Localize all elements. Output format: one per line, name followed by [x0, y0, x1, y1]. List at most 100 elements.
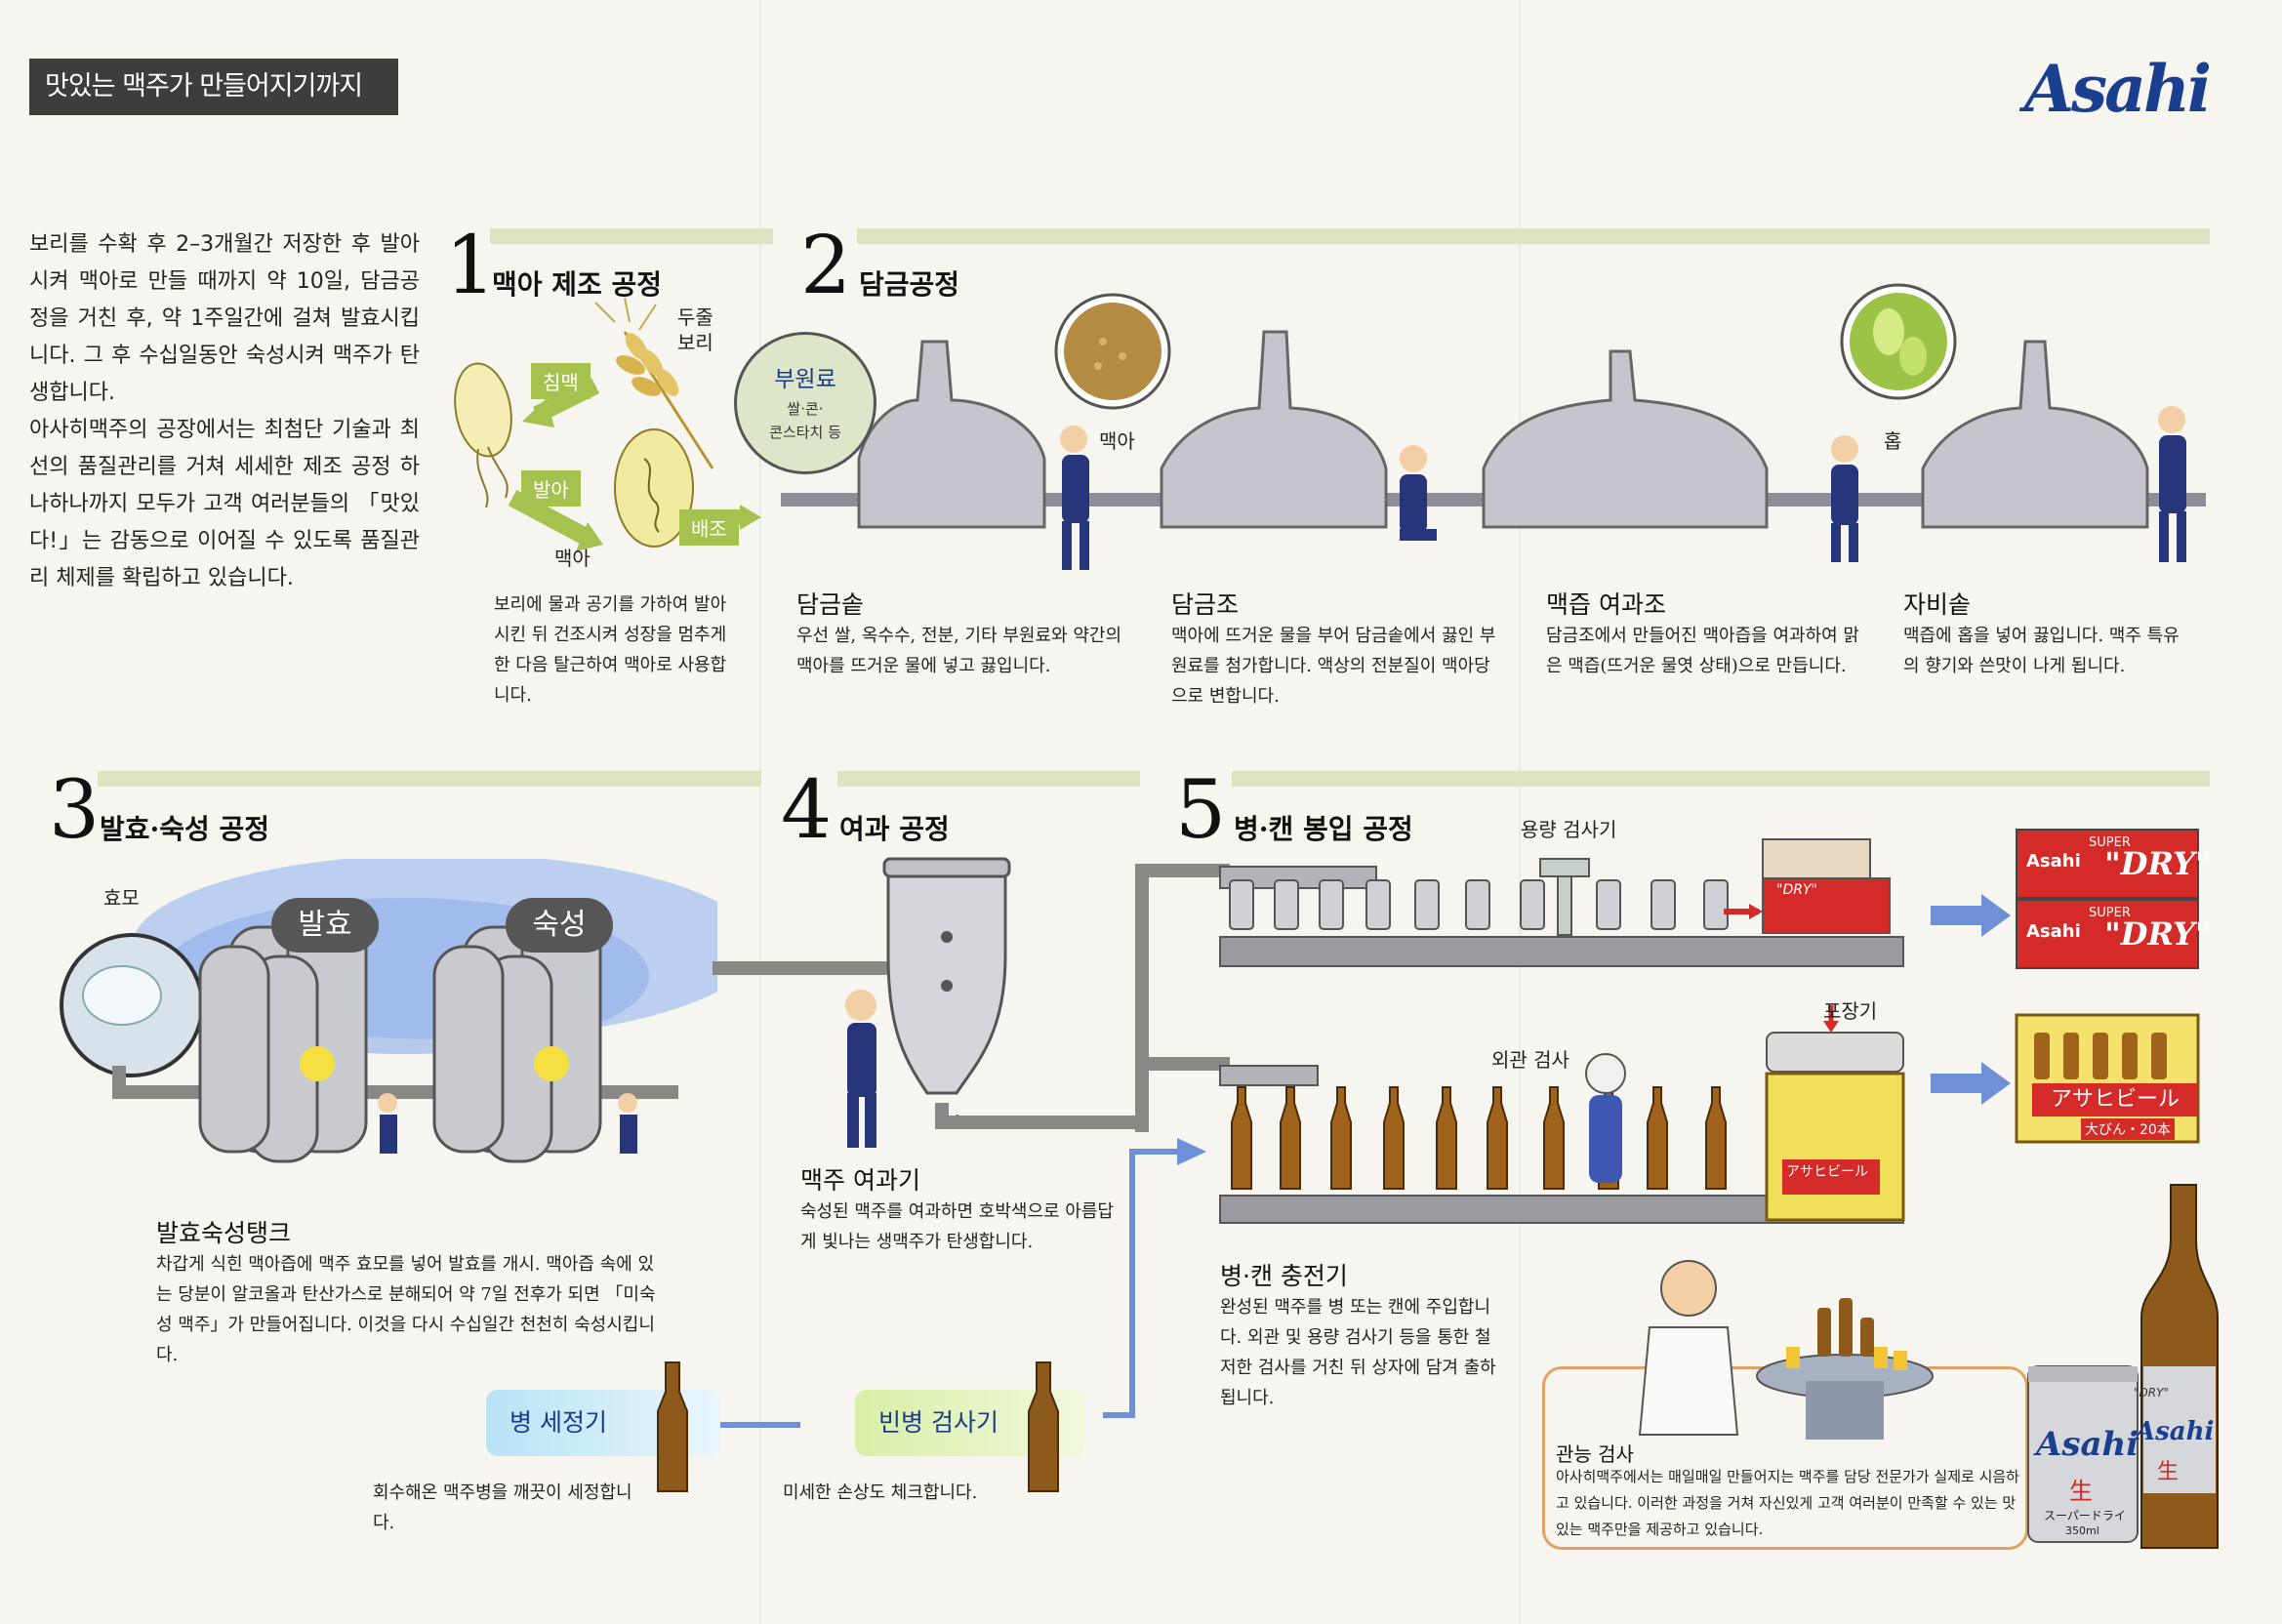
worker-icon [1400, 445, 1437, 541]
malt-label: 맥아 [554, 547, 591, 570]
shipping-box-icon [2016, 899, 2199, 969]
arrow-right-icon [1981, 1062, 2011, 1105]
bottle-brand: Asahi [2136, 1417, 2215, 1446]
sensory-title: 관능 검사 [1556, 1442, 1634, 1466]
worker-icon [2158, 406, 2186, 562]
filler-title: 병·캔 충전기 [1220, 1262, 1348, 1290]
packer-icon [1766, 1032, 1904, 1073]
maturation-tank-icon [432, 915, 602, 1163]
maturation-badge: 숙성 [506, 898, 613, 953]
intro-text: 보리를 수확 후 2–3개월간 저장한 후 발아시켜 맥아로 만들 때까지 약 … [29, 226, 420, 597]
section-stripe [490, 228, 773, 244]
arrow-icon [740, 505, 761, 530]
fermentation-illustration [60, 859, 717, 1163]
packer-label: 포장기 [1823, 999, 1878, 1023]
sensory-description: 아사히맥주에서는 매일매일 만들어지는 맥주를 담당 전문가가 실제로 시음하고… [1556, 1468, 2019, 1538]
worker-icon [618, 1093, 637, 1154]
bottle-checker-description: 미세한 손상도 체크합니다. [783, 1482, 978, 1503]
arrow-icon [522, 398, 554, 427]
lauter-tun-description: 담금조에서 만들어진 맥아즙을 여과하여 맑은 맥즙(뜨거운 물엿 상태)으로 … [1546, 626, 1859, 676]
arrow-icon [576, 522, 603, 551]
filler-description: 완성된 맥주를 병 또는 캔에 주입합니다. 외관 및 용량 검사기 등을 통한… [1220, 1297, 1496, 1408]
soaked-grain-icon [454, 362, 512, 508]
intro-paragraph-2: 아사히맥주의 공장에서는 최첨단 기술과 최선의 품질관리를 거쳐 세세한 제조… [29, 418, 420, 590]
shipping-box-icon [2016, 829, 2199, 899]
fermentation-badge: 발효 [271, 898, 379, 953]
wort-kettle-title: 자비솥 [1903, 590, 1972, 619]
step2-number: 2 [800, 220, 852, 312]
step1-title: 맥아 제조 공정 [492, 268, 663, 301]
box-brand: Asahi [2026, 851, 2081, 872]
section-stripe [837, 771, 1140, 787]
mash-cooker-icon [857, 340, 1046, 529]
product-illustration [2027, 1184, 2219, 1549]
roast-label: 배조 [679, 509, 739, 546]
step2-title: 담금공정 [859, 268, 960, 301]
box-dry-2: "DRY" [2104, 915, 2212, 953]
malt-grain-icon [1064, 303, 1161, 400]
bottling-illustration [1219, 829, 2200, 1224]
sleep-face-icon [534, 1046, 569, 1081]
bottle-washer-description: 회수해온 맥주병을 깨끗이 세정합니다. [373, 1482, 632, 1533]
mash-cooker-description: 우선 쌀, 옥수수, 전분, 기타 부원료와 약간의 맥아를 뜨거운 물에 넣고… [796, 626, 1122, 676]
intro-paragraph-1: 보리를 수확 후 2–3개월간 저장한 후 발아시켜 맥아로 만들 때까지 약 … [29, 232, 420, 405]
malt-bubble-label: 맥아 [1099, 429, 1135, 453]
filter-illustration [713, 857, 1230, 1148]
hop-bubble-label: 홉 [1884, 429, 1902, 453]
tank-description: 차갑게 식힌 맥아즙에 맥주 효모를 넣어 발효를 개시. 맥아즙 속에 있는 … [156, 1254, 656, 1365]
auxiliary-title: 부원료 [774, 367, 836, 392]
step3-number: 3 [49, 764, 101, 857]
wort-kettle-description: 맥즙에 홉을 넣어 끓입니다. 맥주 특유의 향기와 쓴맛이 나게 됩니다. [1903, 626, 2180, 676]
fermentation-tank-icon [198, 915, 368, 1163]
can-conveyor [1219, 936, 1904, 967]
asahi-logo: Asahi [2023, 51, 2212, 127]
volume-checker-label: 용량 검사기 [1521, 818, 1617, 841]
taster-icon [1638, 1260, 1739, 1436]
filter-description: 숙성된 맥주를 여과하면 호박색으로 아름답게 빛나는 생맥주가 탄생합니다. [800, 1201, 1114, 1252]
crate-small-label: アサヒビール [1786, 1164, 1868, 1180]
step1-number: 1 [445, 220, 497, 312]
worker-icon [1831, 435, 1858, 562]
worker-icon [378, 1093, 397, 1154]
beer-bottle-icon [657, 1361, 688, 1492]
auxiliary-subtitle: 쌀·콘· 콘스타치 등 [769, 400, 841, 441]
germination-label: 발아 [521, 470, 581, 507]
arrow-right-icon [1177, 1138, 1206, 1165]
step4-number: 4 [781, 764, 833, 857]
bottle-dry-label: "DRY" [2134, 1386, 2169, 1400]
can-brand: Asahi [2036, 1425, 2139, 1464]
glass-icon [1786, 1347, 1907, 1370]
filter-title: 맥주 여과기 [800, 1166, 920, 1195]
bottle-icon [1817, 1298, 1874, 1357]
wort-kettle-icon [1921, 340, 2149, 529]
inspector-icon [1585, 1053, 1626, 1183]
soak-label: 침맥 [531, 363, 591, 399]
box-dry: "DRY" [2104, 845, 2212, 882]
section-stripe [1232, 771, 2210, 787]
sensory-illustration [1638, 1260, 1934, 1440]
volume-checker-icon [1539, 858, 1590, 877]
box-brand-2: Asahi [2026, 921, 2081, 942]
lauter-tun-title: 맥즙 여과조 [1546, 590, 1666, 619]
can-icon [1229, 879, 1729, 930]
yeast-label: 효모 [103, 886, 140, 910]
mash-cooker-title: 담금솥 [796, 590, 865, 619]
mash-tun-title: 담금조 [1171, 590, 1240, 619]
mash-tun-description: 맥아에 뜨거운 물을 부어 담금솥에서 끓인 부원료를 첨가합니다. 액상의 전… [1171, 626, 1496, 707]
beer-crate-icon [1765, 1072, 1905, 1222]
crate-sublabel: 大びん・20本 [2081, 1118, 2175, 1140]
step5-number: 5 [1175, 764, 1227, 857]
worker-icon [1060, 426, 1089, 570]
can-subtitle: スーパードライ [2044, 1509, 2126, 1522]
worker-icon [845, 990, 876, 1148]
box-super: SUPER [2089, 835, 2131, 850]
section-stripe [857, 228, 2210, 244]
crate-label: アサヒビール [2032, 1083, 2198, 1116]
visual-inspection-label: 외관 검사 [1491, 1048, 1569, 1072]
box-super-2: SUPER [2089, 906, 2131, 920]
step3-title: 발효·숙성 공정 [100, 813, 270, 845]
can-volume: 350ml [2065, 1524, 2099, 1537]
auxiliary-ingredients-bubble: 부원료 쌀·콘· 콘스타치 등 [734, 332, 876, 474]
bottle-icon [1231, 1086, 1727, 1190]
can-kanji: 生 [2069, 1478, 2093, 1505]
